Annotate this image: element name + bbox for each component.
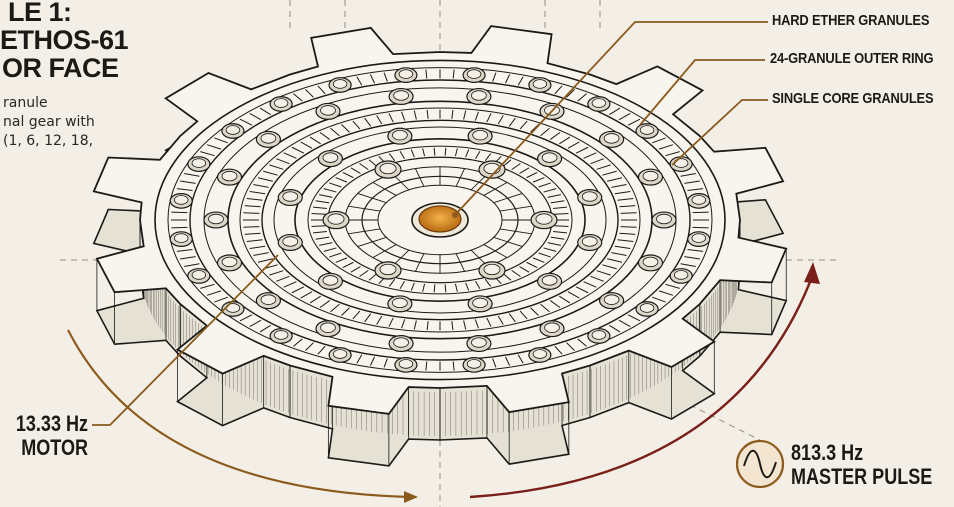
inner-tooth <box>243 213 259 214</box>
motor-label: 13.33 Hz MOTOR <box>16 412 88 460</box>
granule-ring-24 <box>529 78 551 93</box>
granule-ring-12 <box>278 190 302 206</box>
granule-ring-24 <box>222 124 244 139</box>
granule-ring-18 <box>256 293 280 309</box>
motor-arrowhead <box>404 491 418 503</box>
leader-dot-core <box>452 212 458 218</box>
granule-ring-24 <box>588 97 610 112</box>
panel-title: LE 1: ETHOS-61 OR FACE <box>0 0 128 82</box>
callout-single-core: SINGLE CORE GRANULES <box>772 90 933 107</box>
granule-ring-24 <box>636 302 658 317</box>
granule-ring-24 <box>329 348 351 363</box>
panel-desc-line-3: (1, 6, 12, 18, <box>3 132 95 151</box>
granule-ring-12 <box>468 296 492 312</box>
granule-ring-18 <box>316 103 340 119</box>
sine-wave-icon <box>737 441 783 487</box>
granule-ring-18 <box>652 212 676 228</box>
granule-ring-6 <box>323 211 349 228</box>
granule-ring-24 <box>188 269 210 284</box>
granule-ring-24 <box>463 358 485 373</box>
inner-tooth <box>555 226 569 227</box>
panel-title-line-2: ETHOS-61 <box>0 26 128 54</box>
granule-ring-18 <box>600 293 624 309</box>
panel-desc-line-1: ranule <box>3 94 95 113</box>
pulse-frequency: 813.3 Hz <box>791 441 932 465</box>
granule-ring-24 <box>395 358 417 373</box>
granule-ring-24 <box>270 97 292 112</box>
granule-ring-24 <box>270 329 292 344</box>
motor-text: MOTOR <box>16 436 88 460</box>
granule-ring-12 <box>468 128 492 144</box>
inner-tooth <box>312 226 326 227</box>
granule-ring-12 <box>318 151 342 167</box>
inner-tooth <box>243 227 259 228</box>
granule-ring-24 <box>170 232 192 247</box>
granule-ring-18 <box>638 169 662 185</box>
motor-frequency: 13.33 Hz <box>16 412 88 436</box>
granule-ring-12 <box>318 273 342 289</box>
granule-ring-6 <box>375 161 401 178</box>
granule-ring-6 <box>531 211 557 228</box>
master-pulse-label: 813.3 Hz MASTER PULSE <box>791 441 932 489</box>
panel-desc-line-2: nal gear with <box>3 113 95 132</box>
granule-ring-18 <box>256 131 280 147</box>
granule-ring-18 <box>218 255 242 271</box>
inner-tooth <box>445 284 446 292</box>
granule-ring-24 <box>170 194 192 209</box>
granule-ring-24 <box>670 269 692 284</box>
granule-ring-18 <box>389 89 413 105</box>
granule-ring-18 <box>204 212 228 228</box>
granule-ring-12 <box>388 128 412 144</box>
granule-ring-24 <box>188 157 210 172</box>
pulse-arrowhead <box>804 262 820 284</box>
granule-ring-18 <box>218 169 242 185</box>
inner-tooth <box>621 213 637 214</box>
granule-ring-18 <box>600 131 624 147</box>
panel-title-line-3: OR FACE <box>2 54 128 82</box>
inner-tooth <box>555 214 569 215</box>
granule-ring-12 <box>578 190 602 206</box>
inner-tooth <box>434 148 435 156</box>
granule-ring-18 <box>638 255 662 271</box>
panel-title-line-1: LE 1: <box>8 0 128 26</box>
granule-ring-24 <box>588 329 610 344</box>
inner-tooth <box>312 214 326 215</box>
callout-outer-ring: 24-GRANULE OUTER RING <box>770 50 933 67</box>
inner-tooth <box>434 284 435 292</box>
pulse-text: MASTER PULSE <box>791 465 932 489</box>
granule-ring-12 <box>388 296 412 312</box>
granule-ring-24 <box>329 78 351 93</box>
granule-ring-18 <box>316 321 340 337</box>
granule-ring-6 <box>479 262 505 279</box>
inner-tooth <box>445 148 446 156</box>
granule-ring-12 <box>278 235 302 251</box>
panel-description: ranule nal gear with (1, 6, 12, 18, <box>3 94 95 151</box>
granule-ring-24 <box>395 68 417 83</box>
core-granule <box>419 206 461 232</box>
granule-ring-12 <box>578 235 602 251</box>
granule-ring-18 <box>467 336 491 352</box>
granule-ring-12 <box>538 273 562 289</box>
granule-ring-24 <box>688 232 710 247</box>
granule-ring-24 <box>636 124 658 139</box>
inner-tooth <box>621 227 637 228</box>
granule-ring-6 <box>375 262 401 279</box>
granule-ring-18 <box>540 321 564 337</box>
granule-ring-24 <box>529 348 551 363</box>
granule-ring-12 <box>538 151 562 167</box>
granule-ring-18 <box>389 336 413 352</box>
granule-ring-24 <box>463 68 485 83</box>
granule-ring-18 <box>467 89 491 105</box>
granule-ring-24 <box>688 194 710 209</box>
callout-hard-ether: HARD ETHER GRANULES <box>772 12 929 29</box>
